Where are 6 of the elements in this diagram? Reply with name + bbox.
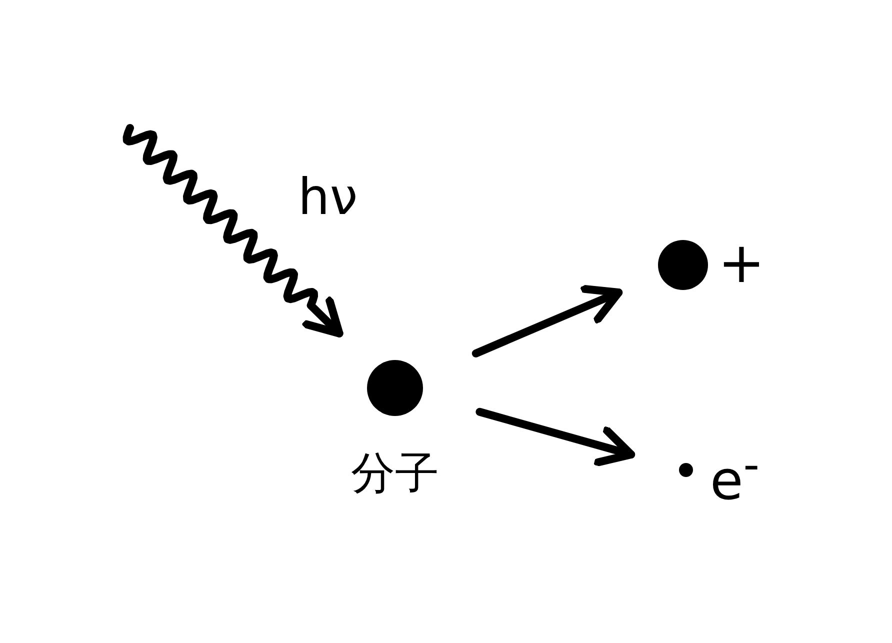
particle-label: +: [718, 236, 766, 292]
particle-label: 分子: [350, 452, 440, 496]
arrow: [472, 284, 623, 358]
arrow: [476, 408, 636, 466]
wavy-arrow: [122, 124, 344, 338]
particle-label: e$^{-}$: [710, 442, 760, 508]
